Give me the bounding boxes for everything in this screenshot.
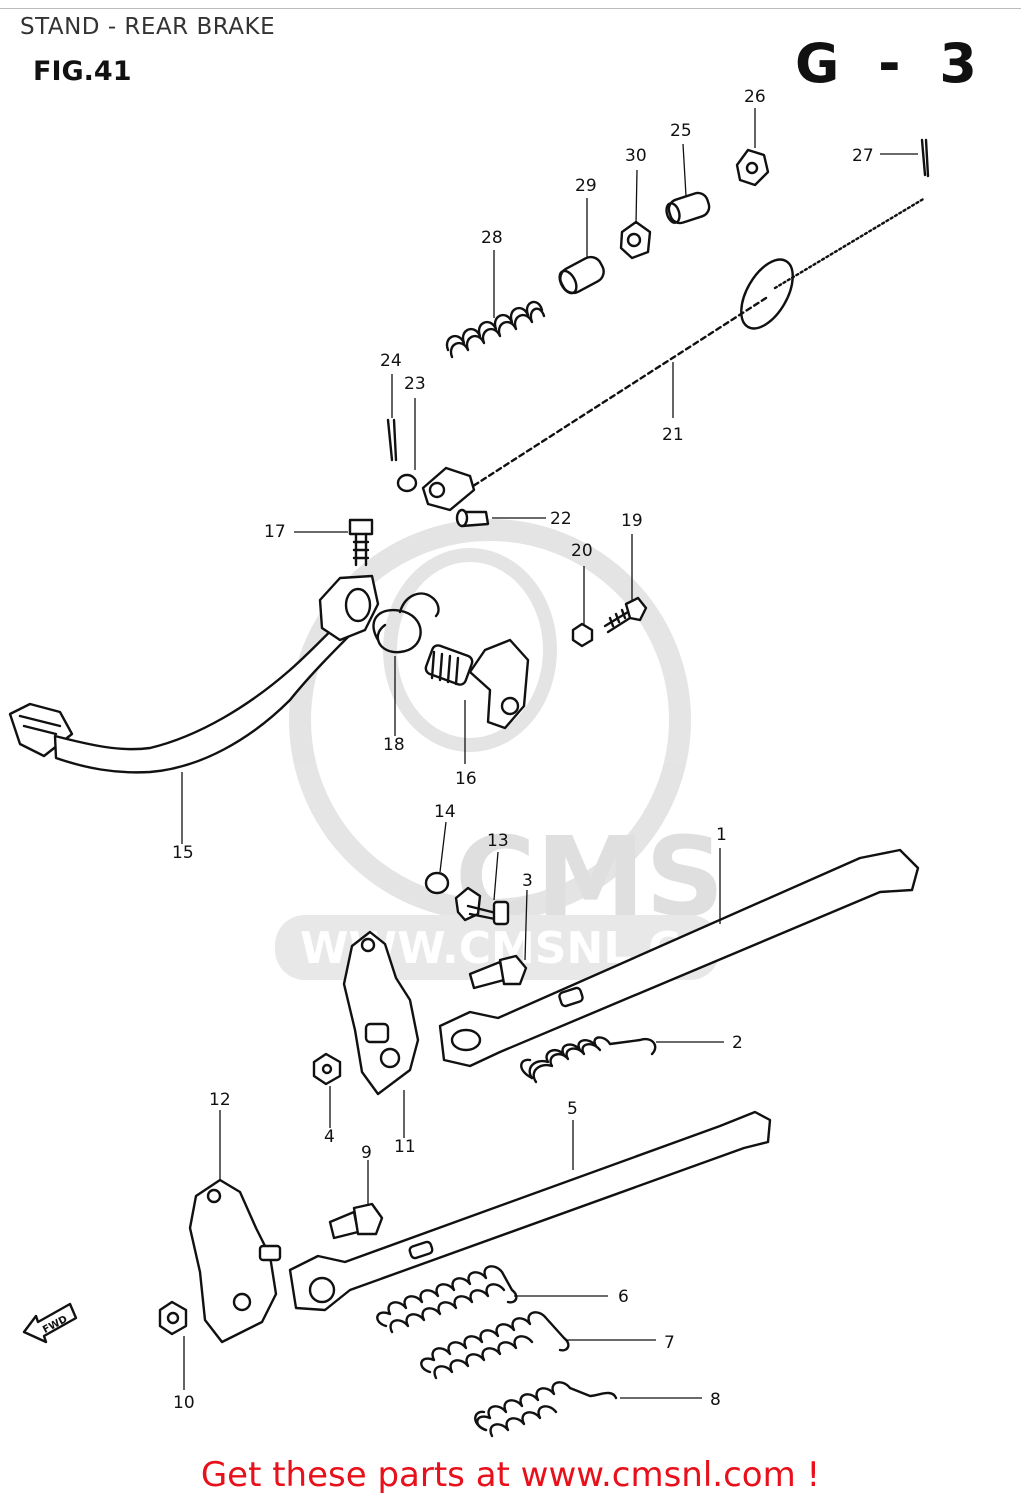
callout-10: 10 <box>173 1393 195 1413</box>
part-13-bolt <box>454 886 510 926</box>
callout-27: 27 <box>852 146 874 166</box>
part-23-washer <box>396 473 418 493</box>
footer-promo-link[interactable]: Get these parts at www.cmsnl.com ! <box>200 1455 821 1495</box>
part-28-spring <box>445 300 546 359</box>
callout-13: 13 <box>487 831 509 851</box>
callout-7: 7 <box>664 1333 675 1353</box>
callout-2: 2 <box>732 1033 743 1053</box>
part-26-adjusting-nut <box>735 148 770 187</box>
callout-30: 30 <box>625 146 647 166</box>
part-9-pin <box>328 1202 384 1240</box>
callout-19: 19 <box>621 511 643 531</box>
part-5-main-stand <box>288 1110 772 1312</box>
part-20-nut <box>571 622 594 648</box>
part-21-brake-rod <box>421 196 927 512</box>
part-17-bolt <box>348 518 374 567</box>
callout-24: 24 <box>380 351 402 371</box>
callout-20: 20 <box>571 541 593 561</box>
part-2-spring <box>520 1036 657 1084</box>
callout-17: 17 <box>264 522 286 542</box>
part-22-pin <box>455 508 490 528</box>
part-3-bolt <box>468 954 528 990</box>
part-18-return-spring <box>372 592 440 654</box>
callout-5: 5 <box>567 1099 578 1119</box>
part-8-spring <box>474 1381 618 1438</box>
part-24-cotter-pin <box>386 418 398 462</box>
callout-12: 12 <box>209 1090 231 1110</box>
callout-6: 6 <box>618 1287 629 1307</box>
part-11-bracket <box>342 930 420 1096</box>
part-7-spring <box>420 1311 570 1380</box>
callout-3: 3 <box>522 871 533 891</box>
part-19-bolt <box>603 596 648 634</box>
part-16-brake-shaft <box>424 638 530 730</box>
fwd-arrow: FWD <box>22 1302 78 1344</box>
figure-label: FIG.41 <box>33 56 132 87</box>
part-15-brake-pedal <box>8 574 380 774</box>
callout-9: 9 <box>361 1143 372 1163</box>
part-27-cotter-pin <box>920 138 930 178</box>
callout-4: 4 <box>324 1127 335 1147</box>
top-rule <box>0 8 1021 9</box>
part-12-bracket <box>188 1178 282 1344</box>
part-29-collar <box>558 255 605 295</box>
part-6-spring <box>376 1265 518 1334</box>
leader-lines <box>181 108 918 1399</box>
callout-29: 29 <box>575 176 597 196</box>
part-4-nut <box>312 1052 342 1086</box>
callout-28: 28 <box>481 228 503 248</box>
section-code: G - 3 <box>795 32 987 95</box>
exploded-parts-diagram: CMS WWW.CMSNL.COM <box>8 87 930 1438</box>
callout-23: 23 <box>404 374 426 394</box>
callout-11: 11 <box>394 1137 416 1157</box>
part-1-side-stand <box>438 848 920 1068</box>
callout-25: 25 <box>670 121 692 141</box>
callout-21: 21 <box>662 425 684 445</box>
callout-26: 26 <box>744 87 766 107</box>
callout-8: 8 <box>710 1390 721 1410</box>
callout-15: 15 <box>172 843 194 863</box>
callout-16: 16 <box>455 769 477 789</box>
callout-numbers: 1 2 3 4 5 6 7 8 9 10 11 12 13 14 15 16 1… <box>172 87 874 1413</box>
page-title: STAND - REAR BRAKE <box>20 14 276 40</box>
callout-1: 1 <box>716 825 727 845</box>
part-25-joint <box>665 191 711 225</box>
part-10-nut <box>158 1300 188 1336</box>
callout-18: 18 <box>383 735 405 755</box>
part-14-washer <box>424 871 450 895</box>
callout-22: 22 <box>550 509 572 529</box>
part-30-washer <box>619 220 652 260</box>
callout-14: 14 <box>434 802 456 822</box>
